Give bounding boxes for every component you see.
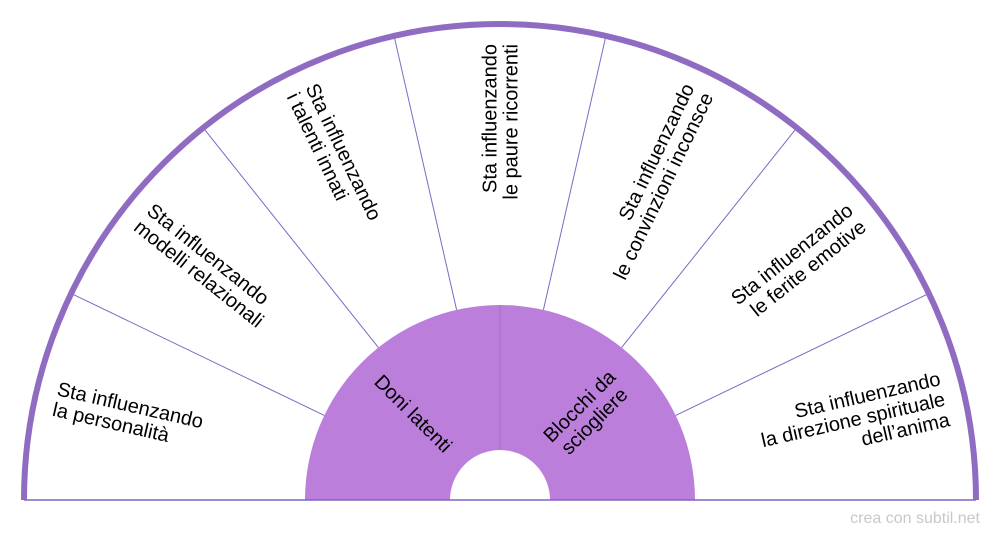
outer-label-4: Sta influenzandole paure ricorrenti	[480, 44, 523, 200]
outer-divider	[542, 35, 607, 311]
outer-label-4-line: le paure ricorrenti	[501, 44, 523, 200]
outer-ring	[24, 24, 976, 500]
outer-rim	[21, 21, 979, 501]
outer-divider	[675, 293, 930, 416]
outer-divider	[70, 293, 325, 416]
outer-divider	[621, 127, 798, 348]
outer-divider	[393, 35, 458, 311]
credit-text: crea con subtil.net	[850, 510, 980, 527]
outer-divider	[202, 127, 379, 348]
outer-label-4-line: Sta influenzando	[480, 44, 502, 193]
